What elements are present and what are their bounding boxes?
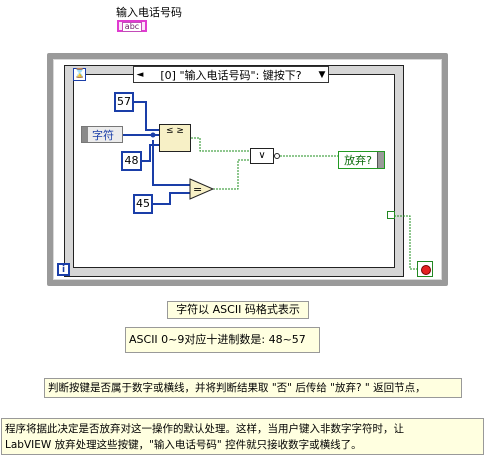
note-ascii-range: ASCII 0~9对应十进制数是: 48~57	[125, 327, 320, 353]
note-explanation: 程序将据此决定是否放弃对这一操作的默认处理。这样，当用户键入非数字字符时，让 L…	[1, 418, 484, 455]
prev-case-icon[interactable]: ◄	[136, 69, 144, 80]
constant-48[interactable]: 48	[121, 151, 142, 171]
in-range-compare-node[interactable]: ≤ ≥	[159, 124, 191, 152]
abc-icon: abc	[121, 22, 143, 32]
node-handle	[377, 152, 384, 168]
char-event-data-node[interactable]: 字符	[81, 126, 123, 143]
note-line-2: LabVIEW 放弃处理这些按键，"输入电话号码" 控件就只接收数字或横线了。	[5, 439, 362, 451]
loop-tunnel	[387, 211, 395, 219]
dropdown-arrow-icon[interactable]: ▼	[318, 69, 326, 80]
stop-dot	[421, 265, 431, 275]
constant-57[interactable]: 57	[114, 92, 134, 112]
stop-condition-icon[interactable]	[417, 261, 433, 277]
equal-symbol: =	[193, 183, 203, 196]
constant-45[interactable]: 45	[133, 194, 153, 214]
node-handle	[82, 127, 88, 142]
string-control-terminal[interactable]: abc	[117, 20, 147, 32]
while-loop-inner	[53, 59, 442, 280]
hourglass-icon[interactable]: ⌛	[73, 68, 86, 81]
event-case-selector[interactable]: ◄ [0] "输入电话号码": 键按下? ▼	[133, 66, 329, 83]
note-judge: 判断按键是否属于数字或横线，并将判断结果取 "否" 后传给 "放弃? " 返回节…	[44, 378, 462, 398]
or-not-node[interactable]: ∨	[250, 148, 274, 164]
iteration-terminal[interactable]: i	[57, 263, 70, 276]
event-case-label: [0] "输入电话号码": 键按下?	[160, 68, 302, 82]
note-line-1: 程序将据此决定是否放弃对这一操作的默认处理。这样，当用户键入非数字字符时，让	[5, 423, 404, 435]
discard-event-node[interactable]: 放弃?	[338, 151, 385, 169]
note-ascii: 字符以 ASCII 码格式表示	[167, 301, 309, 319]
control-label: 输入电话号码	[116, 6, 182, 19]
discard-label: 放弃?	[344, 154, 372, 167]
char-label: 字符	[92, 128, 114, 142]
